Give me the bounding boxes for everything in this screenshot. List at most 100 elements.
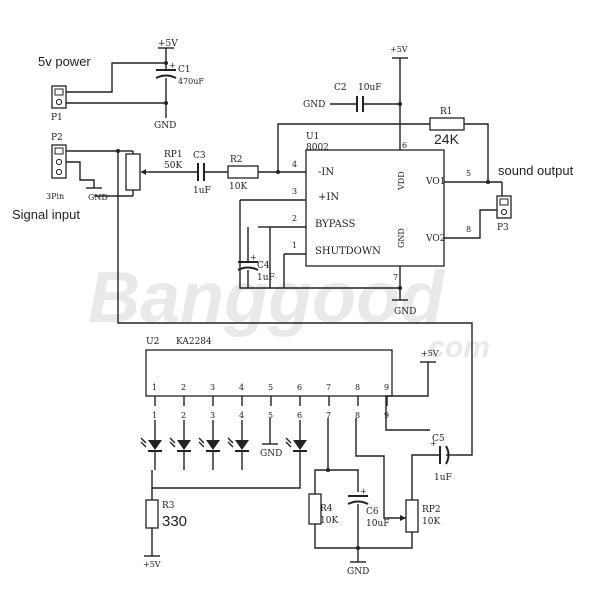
u2-pin-number: 5	[268, 383, 273, 392]
u1-pin-number: 4	[292, 160, 297, 169]
c2-label: C2	[334, 83, 347, 93]
u2-pin-number-lower: 3	[210, 411, 215, 420]
u2-pin-number: 2	[181, 383, 186, 392]
r2-label: R2	[230, 155, 243, 165]
r1-left-wire	[277, 123, 430, 172]
led-icon	[140, 420, 162, 470]
u1-pin-vdd: VDD	[397, 171, 406, 191]
u2-label: U2	[146, 337, 159, 347]
u1-part: 8002	[306, 143, 329, 153]
c2-value: 10uF	[358, 83, 382, 93]
junction-dot	[398, 286, 402, 290]
rp1-wiper-arrow	[141, 169, 146, 175]
rp1-value: 50K	[164, 161, 182, 171]
u2-pin-number: 3	[210, 383, 215, 392]
c6-value: 10uF	[366, 519, 390, 529]
u2-pin-number-lower: 5	[268, 411, 273, 420]
c4-plate-bottom	[237, 266, 259, 271]
rp1-body	[125, 153, 141, 191]
u1-in-plus-gnd-wire	[239, 200, 400, 289]
u1-pin-gnd: GND	[397, 228, 406, 248]
input-section: P2 3Pin GND RP1 50K C3 1uF R2 10K	[46, 133, 473, 456]
u2-chip	[145, 349, 393, 397]
u1-pin-number: 1	[292, 241, 297, 250]
r1-right-wire	[464, 123, 489, 182]
p2-pin3	[55, 168, 63, 176]
r3-vcc-label: +5V	[143, 560, 161, 569]
rp2-label: RP2	[422, 505, 441, 515]
led-body	[177, 440, 191, 450]
led-body	[206, 440, 220, 450]
u1-gnd-label: GND	[394, 307, 416, 317]
led-common-wire	[151, 470, 301, 489]
led-body	[235, 440, 249, 450]
u1-pin-vo2: VO2	[425, 234, 445, 244]
c1-vcc-label: +5V	[158, 39, 178, 49]
junction-dot	[164, 101, 168, 105]
p2-label: P2	[51, 133, 63, 143]
u2-pin-number: 6	[297, 383, 302, 392]
u2-vcc-label: +5V	[421, 349, 439, 358]
r1-body	[429, 117, 465, 131]
led-icon	[285, 420, 307, 470]
pin7-wire	[314, 418, 329, 494]
vu-gnd-label: GND	[347, 567, 369, 577]
c5-value: 1uF	[434, 473, 452, 483]
c1-value: 470uF	[178, 77, 204, 86]
r3-value: 330	[162, 513, 187, 530]
junction-dot	[164, 61, 168, 65]
u1-pin-bypass: BYPASS	[315, 219, 355, 230]
r2-body	[227, 165, 259, 179]
r1-value: 24K	[434, 131, 460, 147]
u2-pin9-wire	[385, 362, 430, 431]
c3-label: C3	[193, 151, 206, 161]
led-light-arrow	[285, 437, 292, 448]
rp2-top-wire	[411, 454, 440, 500]
u2-pin-number-lower: 8	[355, 411, 360, 420]
c5-plus-sign: +	[430, 439, 437, 448]
u1-pin-in-minus: -IN	[318, 167, 334, 178]
watermark-subtext: .com	[420, 331, 490, 364]
p3-label: P3	[497, 223, 509, 233]
c6-plus-sign: +	[360, 487, 367, 496]
p2-pins-label: 3Pin	[46, 192, 64, 201]
u2-pin-number-lower: 4	[239, 411, 244, 420]
sound-annotation: sound output	[498, 163, 574, 178]
u1-label: U1	[306, 132, 319, 142]
p1-label: P1	[51, 113, 63, 123]
rp2-body	[405, 499, 419, 533]
u1-pin-number: 3	[292, 187, 297, 196]
u1-pin-number: 2	[292, 214, 297, 223]
led-body	[293, 440, 307, 450]
junction-dot	[326, 468, 330, 472]
rp1-label: RP1	[164, 150, 183, 160]
u2-pin-number: 7	[326, 383, 331, 392]
u2-pin-number-lower: 9	[384, 411, 389, 420]
c4-value: 1uF	[257, 273, 275, 283]
u1-pin-shutdown: SHUTDOWN	[315, 246, 381, 257]
signal-to-vu-wire	[117, 151, 473, 456]
amp-section: +5V C2 10uF GND R1 24K U1 8002 -IN +IN B…	[237, 45, 512, 317]
u2-pin-number: 4	[239, 383, 244, 392]
led-icon	[227, 420, 249, 470]
u2-pin-number-lower: 2	[181, 411, 186, 420]
c4-plus-sign: +	[250, 253, 257, 262]
u2-pin-number-lower: 1	[152, 411, 157, 420]
u2-pin-number: 1	[152, 383, 157, 392]
u1-pin-in-plus: +IN	[318, 192, 339, 203]
p2-gnd-wire	[66, 161, 95, 188]
p1-pin1	[54, 88, 64, 96]
u2-pin-number: 9	[384, 383, 389, 392]
u1-pin-number: 6	[402, 141, 407, 150]
led-light-arrow	[169, 437, 176, 448]
u2-pin-number-lower: 7	[326, 411, 331, 420]
power-section: +5V + C1 470uF GND P1	[51, 39, 204, 131]
u2-pin-number-lower: 6	[297, 411, 302, 420]
c3-value: 1uF	[193, 186, 211, 196]
power-annotation: 5v power	[38, 54, 91, 69]
r1-label: R1	[440, 107, 453, 117]
u1-pin-vo1: VO1	[425, 177, 445, 187]
led-icon	[169, 420, 191, 470]
